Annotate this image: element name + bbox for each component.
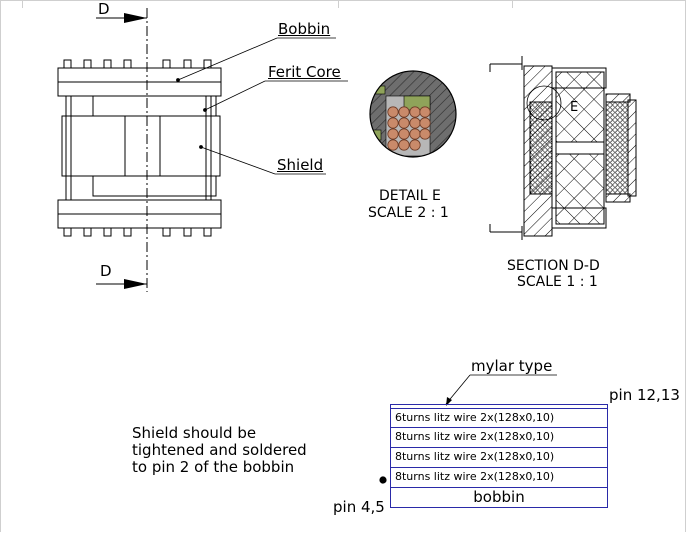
sheet-tick [338,0,339,8]
callout-ferit-core: Ferit Core [268,63,341,81]
pin-top-label: pin 12,13 [609,386,680,404]
winding-layer: 8turns litz wire 2x(128x0,10) [390,468,608,488]
stack-annotations [379,374,557,484]
note-line: Shield should be [132,424,257,442]
mylar-insulation-layer [390,404,608,408]
winding-layer: 6turns litz wire 2x(128x0,10) [390,408,608,428]
top-pins [63,59,212,69]
winding-layer: 8turns litz wire 2x(128x0,10) [390,448,608,468]
sheet-tick [512,0,513,8]
detail-mark-e: E [570,100,579,115]
callout-shield: Shield [277,156,324,174]
winding-layer: 8turns litz wire 2x(128x0,10) [390,428,608,448]
front-view [57,59,222,237]
section-dd-scale: SCALE 1 : 1 [517,274,598,290]
note-line: to pin 2 of the bobbin [132,458,295,476]
start-dot [379,476,387,484]
section-dd-view [489,56,637,240]
note-line: tightened and soldered [132,441,307,459]
callout-leaders [176,37,348,175]
section-mark-top: D [98,0,110,18]
winding-layer-stack: 6turns litz wire 2x(128x0,10) 8turns lit… [390,404,608,508]
bobbin-base-layer: bobbin [390,488,608,508]
bottom-pins [63,227,212,237]
section-dd-title: SECTION D-D [507,258,600,274]
detail-e-title: DETAIL E [379,188,441,204]
mylar-label: mylar type [471,357,553,375]
callout-bobbin: Bobbin [278,20,331,38]
section-line-dd [96,8,148,292]
shield-note: Shield should be tightened and soldered … [132,425,307,476]
sheet-tick [22,0,23,8]
detail-e-scale: SCALE 2 : 1 [368,205,449,221]
section-mark-bottom: D [100,262,112,280]
detail-e-view [369,70,457,158]
litz-wire-turns [387,106,431,151]
pin-bottom-label: pin 4,5 [333,498,385,516]
